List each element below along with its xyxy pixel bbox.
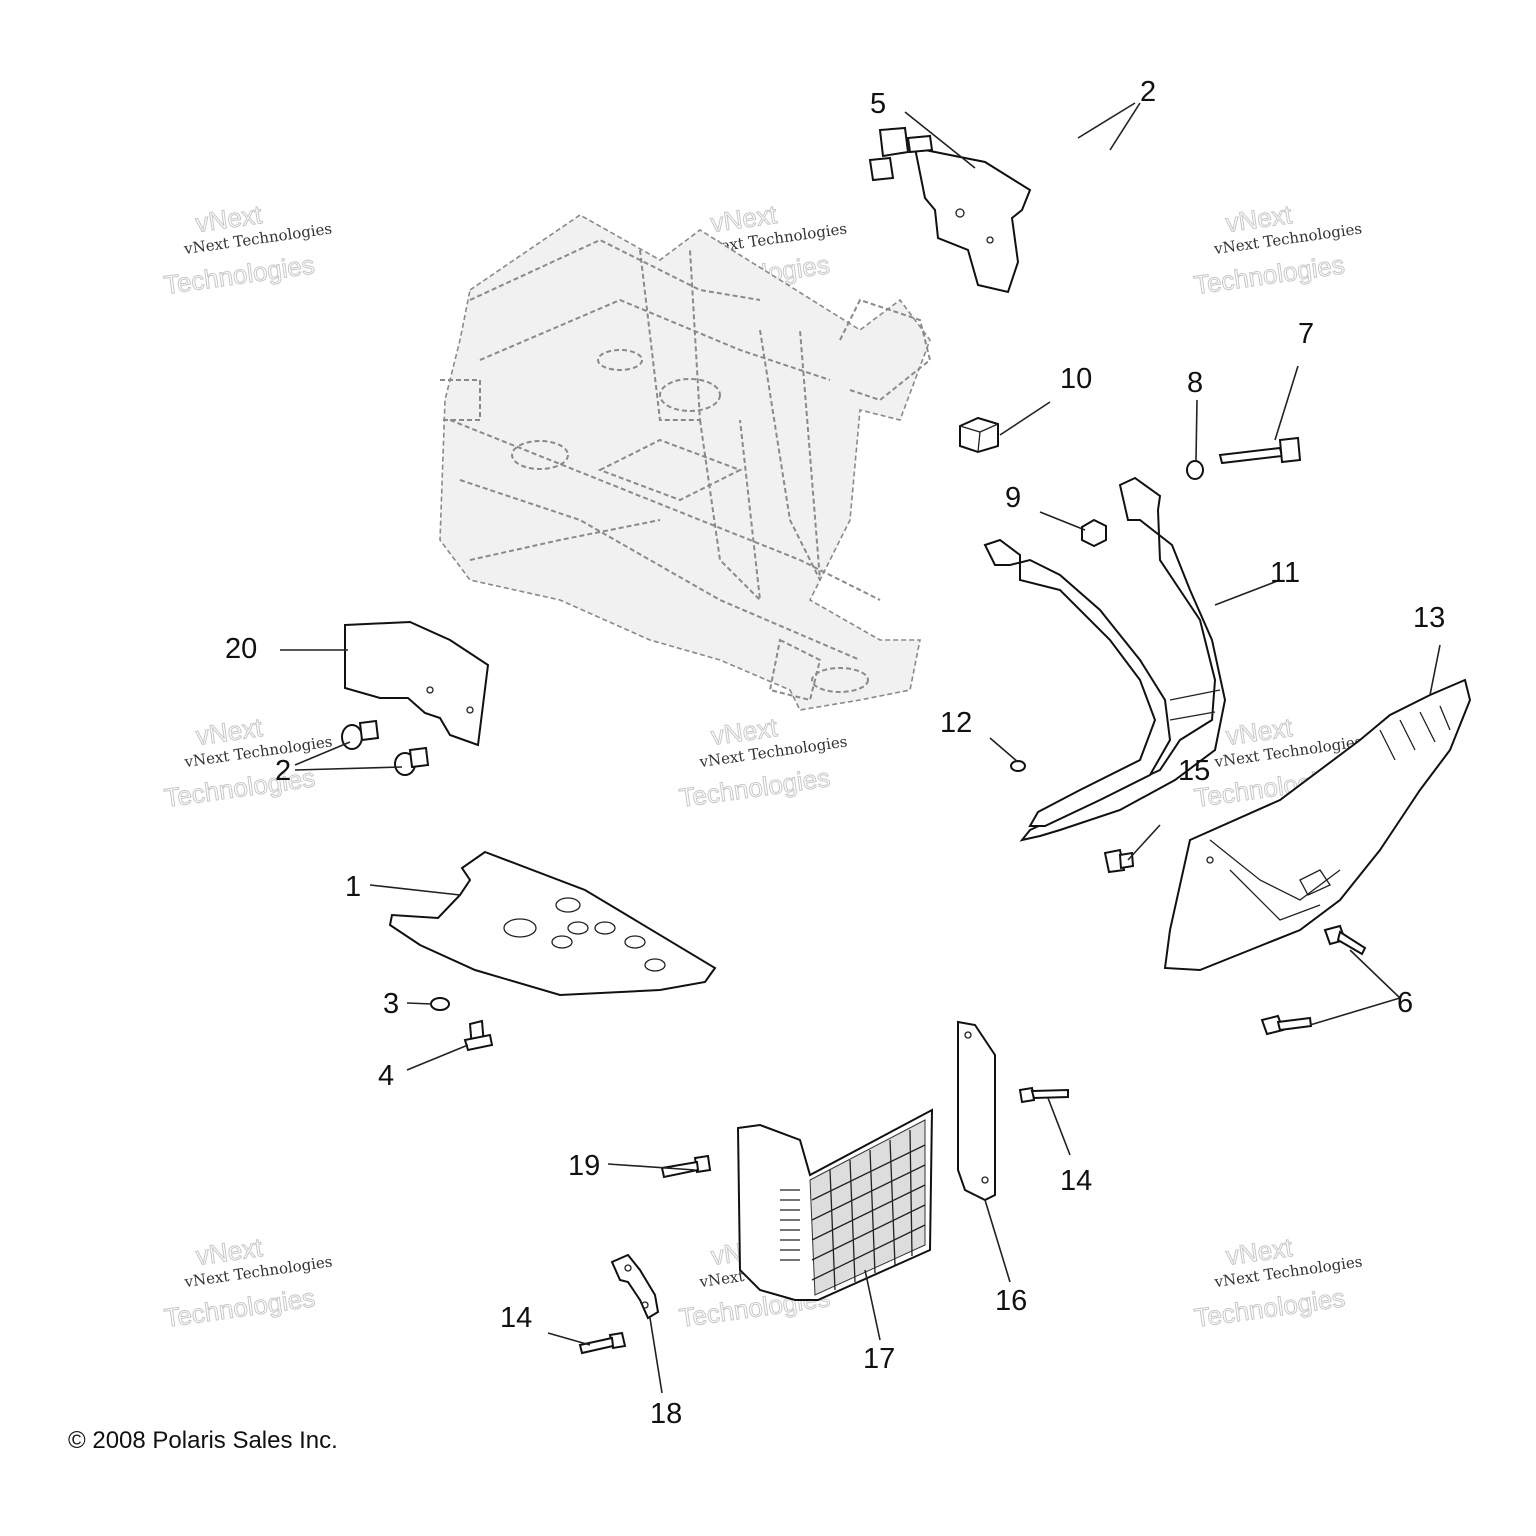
callout-10: 10 bbox=[1060, 363, 1092, 395]
part-2-fasteners-left bbox=[341, 719, 430, 776]
part-5-bracket bbox=[913, 146, 1032, 294]
callout-9: 9 bbox=[1005, 482, 1021, 514]
part-8-washer bbox=[1186, 460, 1204, 480]
watermark-bottom-right: vNext vNext Technologies Technologies bbox=[1192, 1232, 1364, 1334]
callout-11: 11 bbox=[1270, 557, 1300, 589]
part-18-bracket bbox=[610, 1253, 660, 1320]
callout-2-left: 2 bbox=[275, 755, 291, 787]
part-10-block bbox=[959, 416, 999, 454]
part-14-rivet-right bbox=[1018, 1086, 1069, 1104]
part-9-nut bbox=[1081, 518, 1107, 548]
part-15-pushpin bbox=[1103, 848, 1135, 874]
part-3-washer bbox=[430, 997, 450, 1011]
part-11-bumper bbox=[983, 476, 1227, 842]
callout-17: 17 bbox=[863, 1343, 895, 1375]
callout-7: 7 bbox=[1298, 318, 1314, 350]
part-13-skid-plate bbox=[1163, 678, 1472, 972]
callout-15: 15 bbox=[1178, 755, 1210, 787]
part-20-plate bbox=[344, 620, 490, 747]
callout-3: 3 bbox=[383, 988, 399, 1020]
part-1-skid-plate bbox=[388, 850, 717, 997]
callout-13: 13 bbox=[1413, 602, 1445, 634]
part-19-pin bbox=[660, 1154, 712, 1179]
callout-14-right: 14 bbox=[1060, 1165, 1092, 1197]
watermark-top-right: vNext vNext Technologies Technologies bbox=[1191, 199, 1363, 301]
callouts: 5 2 7 8 10 9 11 13 20 12 2 15 1 6 3 4 19… bbox=[225, 76, 1445, 1430]
part-6-pins bbox=[1260, 924, 1367, 1036]
callout-12: 12 bbox=[940, 707, 972, 739]
watermark-bottom-left: vNext vNext Technologies Technologies bbox=[162, 1232, 334, 1334]
part-17-grille bbox=[736, 1108, 934, 1301]
copyright-notice: © 2008 Polaris Sales Inc. bbox=[68, 1427, 338, 1454]
part-12-washer bbox=[1010, 760, 1026, 772]
part-16-side-panel bbox=[957, 1020, 996, 1202]
part-14-rivet-left bbox=[578, 1331, 627, 1355]
callout-4: 4 bbox=[378, 1060, 394, 1092]
callout-6: 6 bbox=[1397, 987, 1413, 1019]
callout-8: 8 bbox=[1187, 367, 1203, 399]
leader-lines bbox=[280, 102, 1441, 1394]
part-4-bolt bbox=[463, 1019, 494, 1052]
callout-14-left: 14 bbox=[500, 1302, 532, 1334]
callout-18: 18 bbox=[650, 1398, 682, 1430]
callout-19: 19 bbox=[568, 1150, 600, 1182]
vehicle-frame bbox=[439, 214, 932, 711]
callout-20: 20 bbox=[225, 633, 257, 665]
part-7-bolt bbox=[1218, 436, 1302, 465]
callout-5: 5 bbox=[870, 88, 886, 120]
watermark-top-left: vNext vNext Technologies Technologies bbox=[161, 199, 333, 301]
callout-16: 16 bbox=[995, 1285, 1027, 1317]
part-2-fasteners-top bbox=[868, 126, 934, 182]
watermark-mid-center: vNext vNext Technologies Technologies bbox=[677, 712, 849, 814]
callout-2-top: 2 bbox=[1140, 76, 1156, 108]
callout-1: 1 bbox=[345, 871, 361, 903]
